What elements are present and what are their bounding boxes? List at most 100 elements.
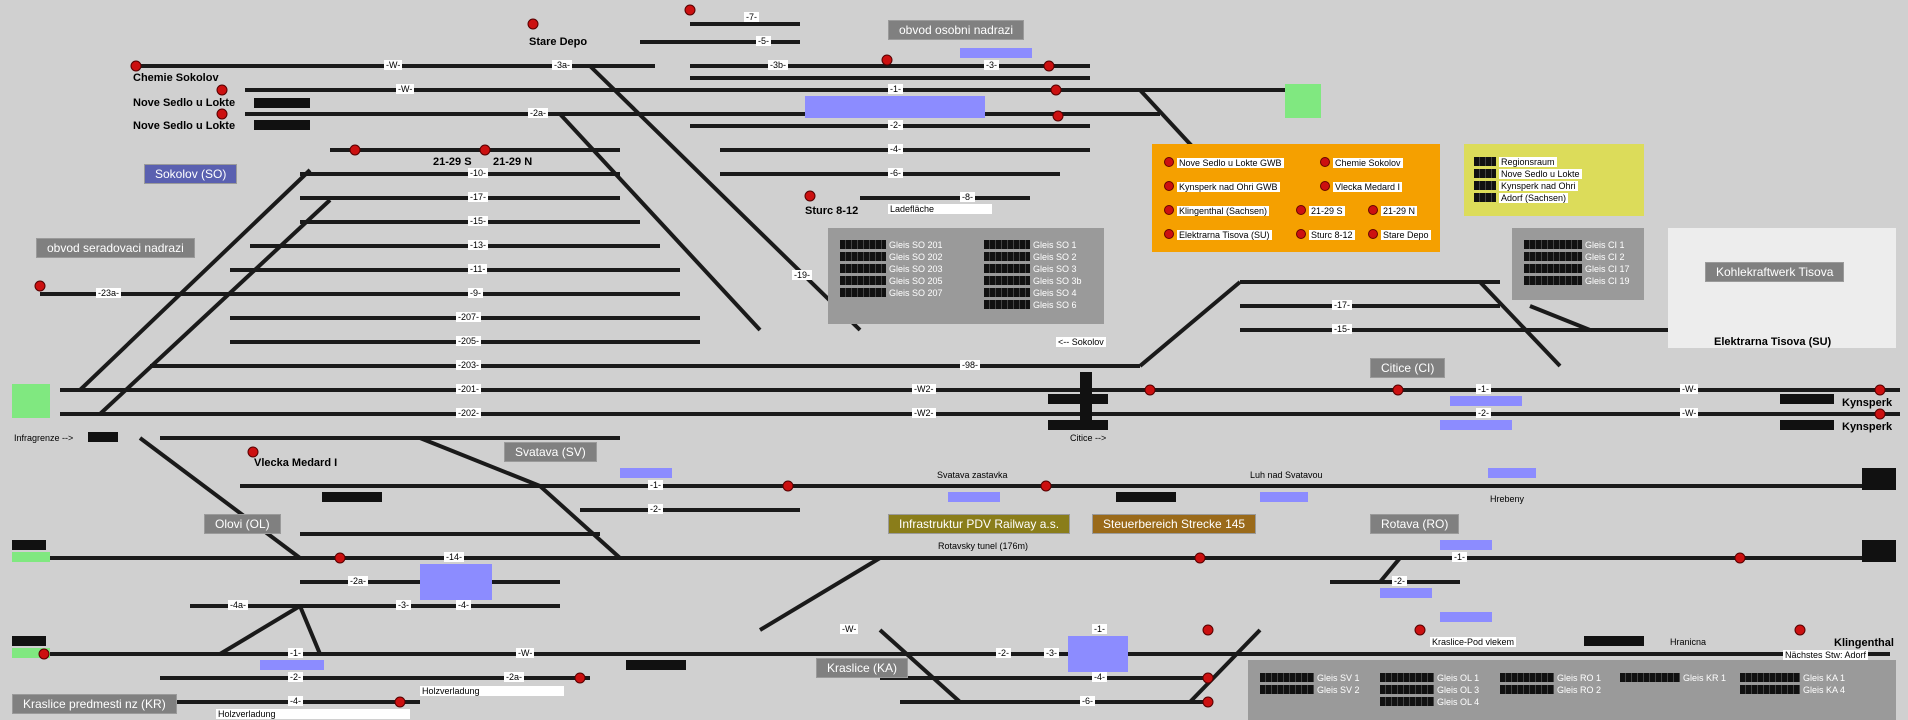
track-label: -1-	[288, 648, 303, 658]
destination-item[interactable]: Klingenthal (Sachsen)	[1164, 205, 1270, 216]
track-label: -4a-	[228, 600, 249, 610]
destination-item[interactable]: Sturc 8-12	[1296, 229, 1355, 240]
area-rotava: Rotava (RO)	[1370, 514, 1460, 534]
gleis-item[interactable]: Gleis CI 2	[1524, 252, 1625, 262]
area-kohlekraftwerk: Kohlekraftwerk Tisova	[1705, 262, 1845, 282]
area-obvod-seradovaci: obvod seradovaci nadrazi	[36, 238, 195, 258]
station-kynsperk-1: Kynsperk	[1842, 397, 1893, 409]
station-klingenthal: Klingenthal	[1834, 637, 1894, 649]
area-sokolov-so: Sokolov (SO)	[144, 164, 238, 184]
signal-icon	[1320, 157, 1330, 167]
label-luh-nad-svatavou: Luh nad Svatavou	[1250, 470, 1323, 480]
label-hrebeny: Hrebeny	[1490, 494, 1525, 504]
destination-item[interactable]: Vlecka Medard I	[1320, 181, 1403, 192]
track-label: -2-	[288, 672, 303, 682]
station-chemie-sokolov: Chemie Sokolov	[133, 72, 219, 84]
track-label: -1-	[1092, 624, 1107, 634]
gleis-item[interactable]: Gleis KA 4	[1740, 685, 1845, 695]
gleis-item[interactable]: Gleis RO 2	[1500, 685, 1601, 695]
destination-item[interactable]: Chemie Sokolov	[1320, 157, 1403, 168]
signal-icon	[1164, 157, 1174, 167]
destination-label: Stare Depo	[1381, 230, 1431, 240]
track-label: -3-	[1044, 648, 1059, 658]
label-rotavsky-tunel: Rotavsky tunel (176m)	[938, 541, 1029, 551]
track-label: -205-	[456, 336, 482, 346]
gleis-item[interactable]: Gleis SO 4	[984, 288, 1077, 298]
destination-label: Nove Sedlo u Lokte GWB	[1177, 158, 1284, 168]
region-legend-panel	[1464, 144, 1644, 216]
station-stare-depo: Stare Depo	[529, 36, 588, 48]
label-sokolov-arrow: <-- Sokolov	[1056, 337, 1106, 347]
track-label: -17-	[1332, 300, 1353, 310]
track-label: -W-	[396, 84, 415, 94]
signal-icon	[1368, 205, 1378, 215]
gleis-item[interactable]: Gleis SO 207	[840, 288, 943, 298]
destination-label: Vlecka Medard I	[1333, 182, 1403, 192]
destination-item[interactable]: Elektrarna Tisova (SU)	[1164, 229, 1272, 240]
track-label: -5-	[756, 36, 771, 46]
signal-icon	[1296, 205, 1306, 215]
track-label: -W-	[1680, 384, 1699, 394]
destination-label: Sturc 8-12	[1309, 230, 1355, 240]
station-21-29-n: 21-29 N	[493, 156, 533, 168]
label-kraslice-pod-vlekem: Kraslice-Pod vlekem	[1430, 637, 1517, 647]
gleis-item[interactable]: Gleis OL 3	[1380, 685, 1479, 695]
gleis-item[interactable]: Gleis SO 201	[840, 240, 943, 250]
area-svatava: Svatava (SV)	[504, 442, 597, 462]
label-holzverladung-1: Holzverladung	[420, 686, 564, 696]
destination-item[interactable]: 21-29 N	[1368, 205, 1418, 216]
gleis-item[interactable]: Gleis SO 1	[984, 240, 1077, 250]
station-nove-sedlo-2: Nove Sedlo u Lokte	[133, 120, 236, 132]
track-label: -15-	[1332, 324, 1353, 334]
gleis-item[interactable]: Gleis SV 1	[1260, 673, 1360, 683]
track-label: -1-	[888, 84, 903, 94]
track-label: -1-	[648, 480, 663, 490]
gleis-item[interactable]: Gleis SO 3b	[984, 276, 1082, 286]
area-kraslice: Kraslice (KA)	[816, 658, 909, 678]
gleis-item[interactable]: Gleis OL 4	[1380, 697, 1479, 707]
gleis-item[interactable]: Gleis KA 1	[1740, 673, 1845, 683]
destination-item[interactable]: Stare Depo	[1368, 229, 1431, 240]
track-label: -7-	[744, 12, 759, 22]
gleis-item[interactable]: Gleis SO 205	[840, 276, 943, 286]
station-nove-sedlo-1: Nove Sedlo u Lokte	[133, 97, 236, 109]
track-label: -2a-	[528, 108, 549, 118]
destination-item[interactable]: Kynsperk nad Ohri GWB	[1164, 181, 1280, 192]
track-label: -23a-	[96, 288, 122, 298]
track-label: -3b-	[768, 60, 789, 70]
track-label: -9-	[468, 288, 483, 298]
track-label: -2-	[1392, 576, 1407, 586]
gleis-item[interactable]: Gleis SV 2	[1260, 685, 1360, 695]
label-infragrenze: Infragrenze -->	[14, 433, 74, 443]
gleis-item[interactable]: Gleis CI 17	[1524, 264, 1630, 274]
destination-item[interactable]: 21-29 S	[1296, 205, 1345, 216]
gleis-item[interactable]: Gleis SO 6	[984, 300, 1077, 310]
track-label: -W2-	[912, 384, 936, 394]
track-label: -207-	[456, 312, 482, 322]
track-label: -6-	[888, 168, 903, 178]
gleis-item[interactable]: Gleis SO 2	[984, 252, 1077, 262]
signal-icon	[1320, 181, 1330, 191]
track-label: -14-	[444, 552, 465, 562]
gleis-item[interactable]: Gleis SO 203	[840, 264, 943, 274]
track-label: -W-	[384, 60, 403, 70]
destination-item[interactable]: Nove Sedlo u Lokte GWB	[1164, 157, 1284, 168]
station-21-29-s: 21-29 S	[433, 156, 472, 168]
track-label: -3a-	[552, 60, 573, 70]
track-label: -2a-	[504, 672, 525, 682]
gleis-item[interactable]: Gleis SO 3	[984, 264, 1077, 274]
gleis-item[interactable]: Gleis CI 19	[1524, 276, 1630, 286]
signal-icon	[1368, 229, 1378, 239]
gleis-item[interactable]: Gleis KR 1	[1620, 673, 1726, 683]
gleis-item[interactable]: Gleis OL 1	[1380, 673, 1479, 683]
track-label: -4-	[288, 696, 303, 706]
gleis-item[interactable]: Gleis CI 1	[1524, 240, 1625, 250]
gleis-item[interactable]: Gleis SO 202	[840, 252, 943, 262]
area-citice: Citice (CI)	[1370, 358, 1446, 378]
gleis-item[interactable]: Gleis RO 1	[1500, 673, 1601, 683]
track-label: -1-	[1476, 384, 1491, 394]
track-label: -17-	[468, 192, 489, 202]
track-label: -2-	[648, 504, 663, 514]
signal-icon	[1164, 181, 1174, 191]
